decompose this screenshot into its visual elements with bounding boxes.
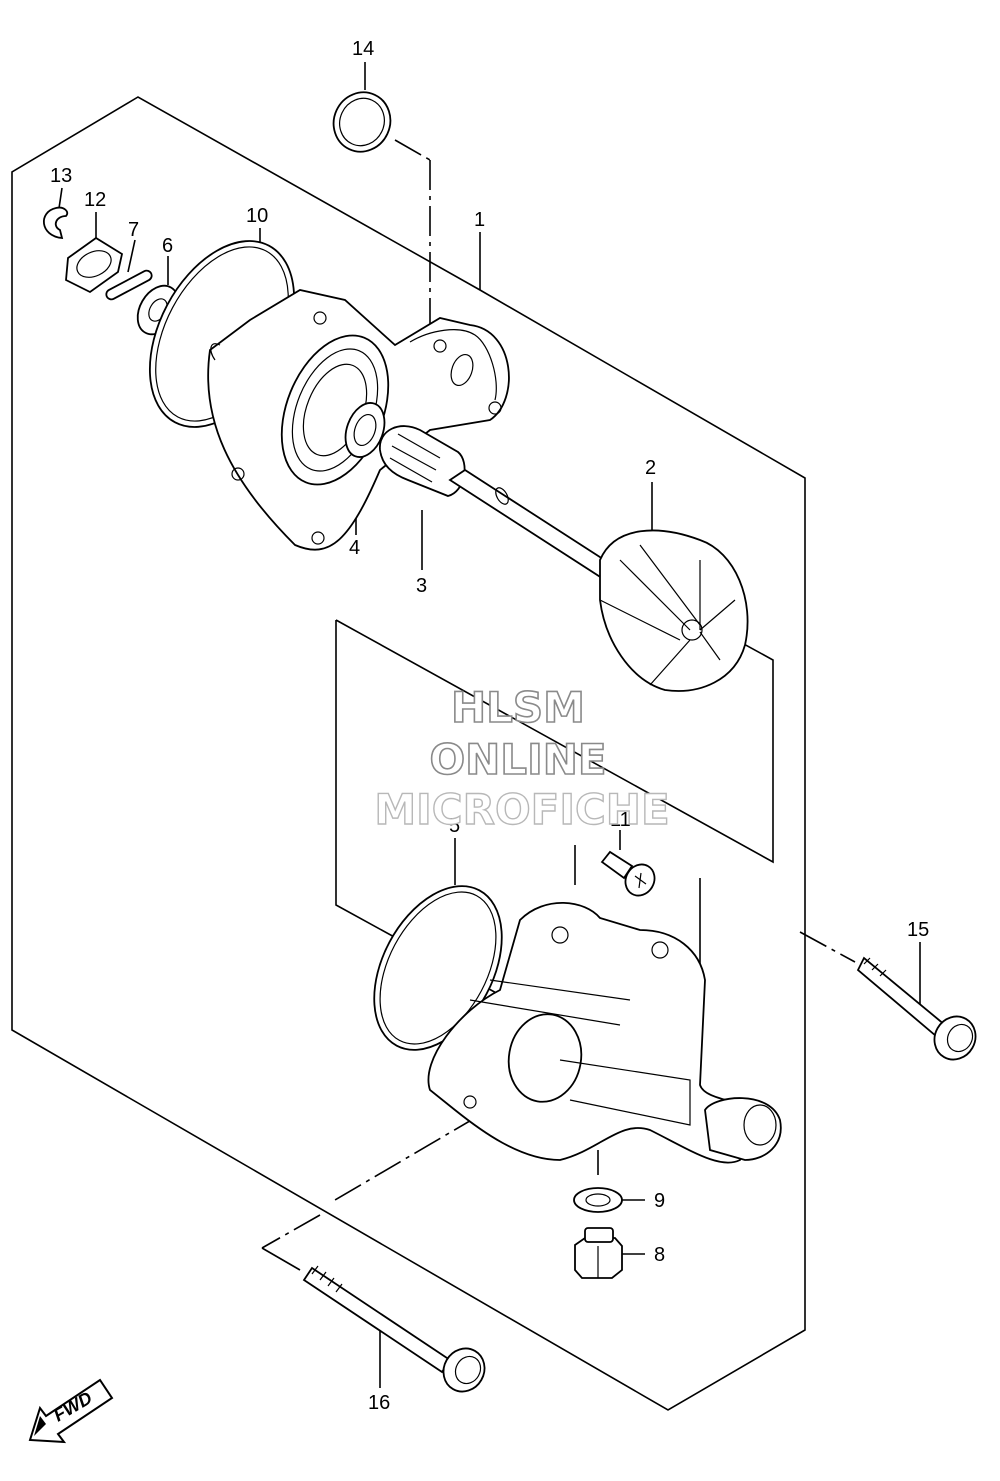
o-ring-14 — [332, 91, 392, 153]
bolt-16 — [302, 1265, 486, 1393]
callout-2: 2 — [645, 457, 656, 479]
callout-9: 9 — [654, 1190, 665, 1212]
callout-8: 8 — [654, 1244, 665, 1266]
watermark: HLSM ONLINE MICROFICHE — [374, 682, 671, 835]
callout-5: 5 — [449, 815, 460, 837]
callout-15: 15 — [907, 919, 929, 941]
pump-cover — [427, 901, 782, 1164]
callout-13: 13 — [50, 165, 72, 187]
watermark-line-3: MICROFICHE — [374, 785, 669, 834]
callout-4: 4 — [349, 537, 360, 559]
callout-3: 3 — [416, 575, 427, 597]
mechanical-seal-3 — [379, 425, 466, 497]
callout-16: 16 — [368, 1392, 390, 1414]
impeller-shaft-2 — [448, 468, 749, 692]
callout-7: 7 — [128, 219, 139, 241]
callout-11: 11 — [610, 809, 631, 831]
callout-12: 12 — [84, 189, 106, 211]
gasket-9 — [573, 1187, 623, 1213]
drive-gear-12 — [65, 236, 124, 294]
assembly-frame — [11, 96, 806, 1411]
seal-4 — [344, 402, 386, 458]
watermark-line-1: HLSM — [451, 683, 585, 732]
bolt-15 — [856, 956, 977, 1061]
screw-11 — [600, 850, 656, 897]
o-ring-5 — [373, 885, 503, 1051]
callout-14: 14 — [352, 38, 374, 60]
watermark-line-2: ONLINE — [429, 735, 606, 784]
drain-plug-8 — [574, 1227, 623, 1279]
callout-10: 10 — [246, 205, 268, 227]
callout-1: 1 — [474, 209, 485, 231]
callout-6: 6 — [162, 235, 173, 257]
callout-labels: 14 13 12 10 1 7 6 2 4 3 5 11 15 9 8 16 — [50, 38, 929, 1414]
forward-direction-arrow: FWD — [28, 1378, 114, 1444]
pin-7 — [105, 269, 153, 301]
e-clip-13 — [42, 206, 69, 240]
